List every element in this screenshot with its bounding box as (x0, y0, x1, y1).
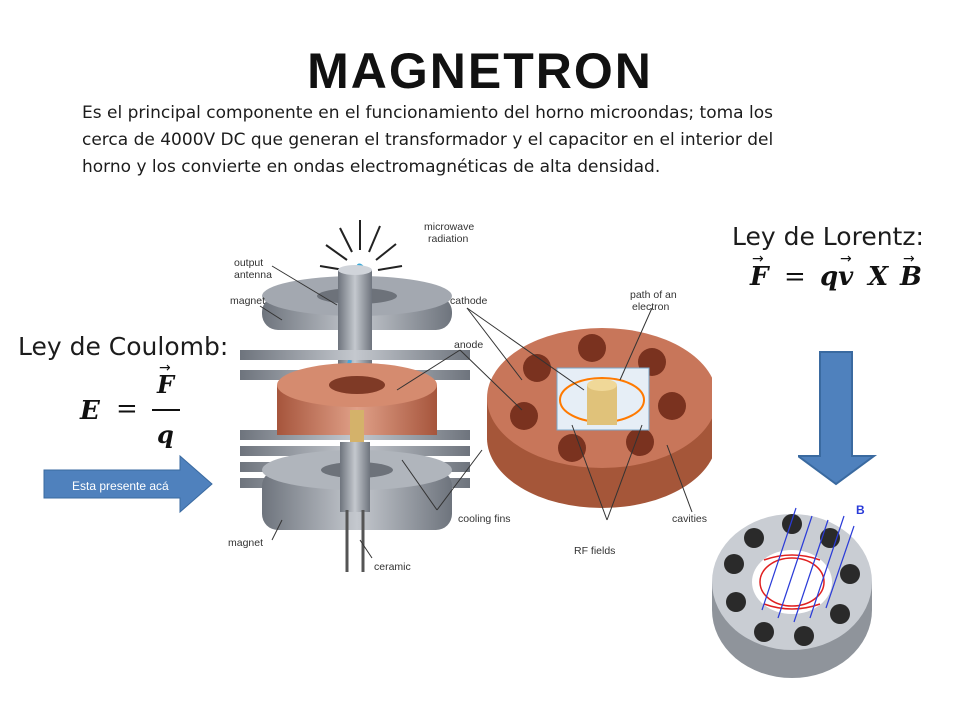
label-magnet-bottom: magnet (228, 537, 263, 549)
label-magnet-top: magnet (230, 295, 265, 307)
vector-arrow: → (159, 360, 171, 376)
label-microwave: microwave (424, 221, 474, 233)
down-arrow (798, 351, 878, 486)
label-cooling-fins: cooling fins (458, 513, 511, 525)
vector-arrow: → (752, 251, 764, 267)
cavity-diagram: B (712, 503, 872, 678)
coulomb-denominator: q (157, 420, 174, 449)
label-rf-fields: RF fields (574, 545, 615, 557)
callout-arrow (43, 454, 213, 514)
intro-paragraph: Es el principal componente en el funcion… (82, 100, 882, 181)
coulomb-numerator: F (157, 370, 175, 399)
ceramic-body (340, 442, 370, 512)
vector-arrow: → (840, 251, 852, 267)
label-radiation: radiation (428, 233, 468, 245)
label-output: output (234, 257, 263, 269)
lorentz-f: F (750, 262, 769, 292)
vector-arrow: → (903, 251, 915, 267)
intro-line: Es el principal componente en el funcion… (82, 103, 773, 123)
callout-label: Esta presente acá (72, 479, 169, 493)
lorentz-x: X (868, 262, 889, 292)
lorentz-qv: qv (820, 262, 854, 292)
lorentz-title: Ley de Lorentz: (732, 222, 924, 251)
coulomb-equals: = (116, 394, 138, 424)
radiation-rays (319, 220, 403, 271)
label-cathode: cathode (450, 295, 488, 307)
intro-line: cerca de 4000V DC que generan el transfo… (82, 130, 774, 150)
intro-line: horno y los convierte en ondas electroma… (82, 157, 661, 177)
page-title: MAGNETRON (307, 43, 653, 99)
magnetron-diagram: microwave radiation output antenna magne… (228, 220, 712, 573)
label-cavities: cavities (672, 513, 707, 525)
label-ceramic: ceramic (374, 561, 411, 573)
fraction-bar (152, 409, 180, 411)
label-antenna: antenna (234, 269, 272, 281)
coulomb-title: Ley de Coulomb: (18, 332, 229, 361)
lorentz-equals: = (784, 262, 806, 292)
label-path: path of an (630, 289, 677, 301)
cathode-rod (350, 410, 364, 450)
b-field-label: B (856, 503, 865, 517)
coulomb-e: E (80, 396, 100, 426)
label-anode: anode (454, 339, 483, 351)
anode-disk (487, 328, 712, 508)
antenna (338, 270, 372, 380)
lorentz-b: B (900, 262, 922, 292)
label-electron: electron (632, 301, 670, 313)
